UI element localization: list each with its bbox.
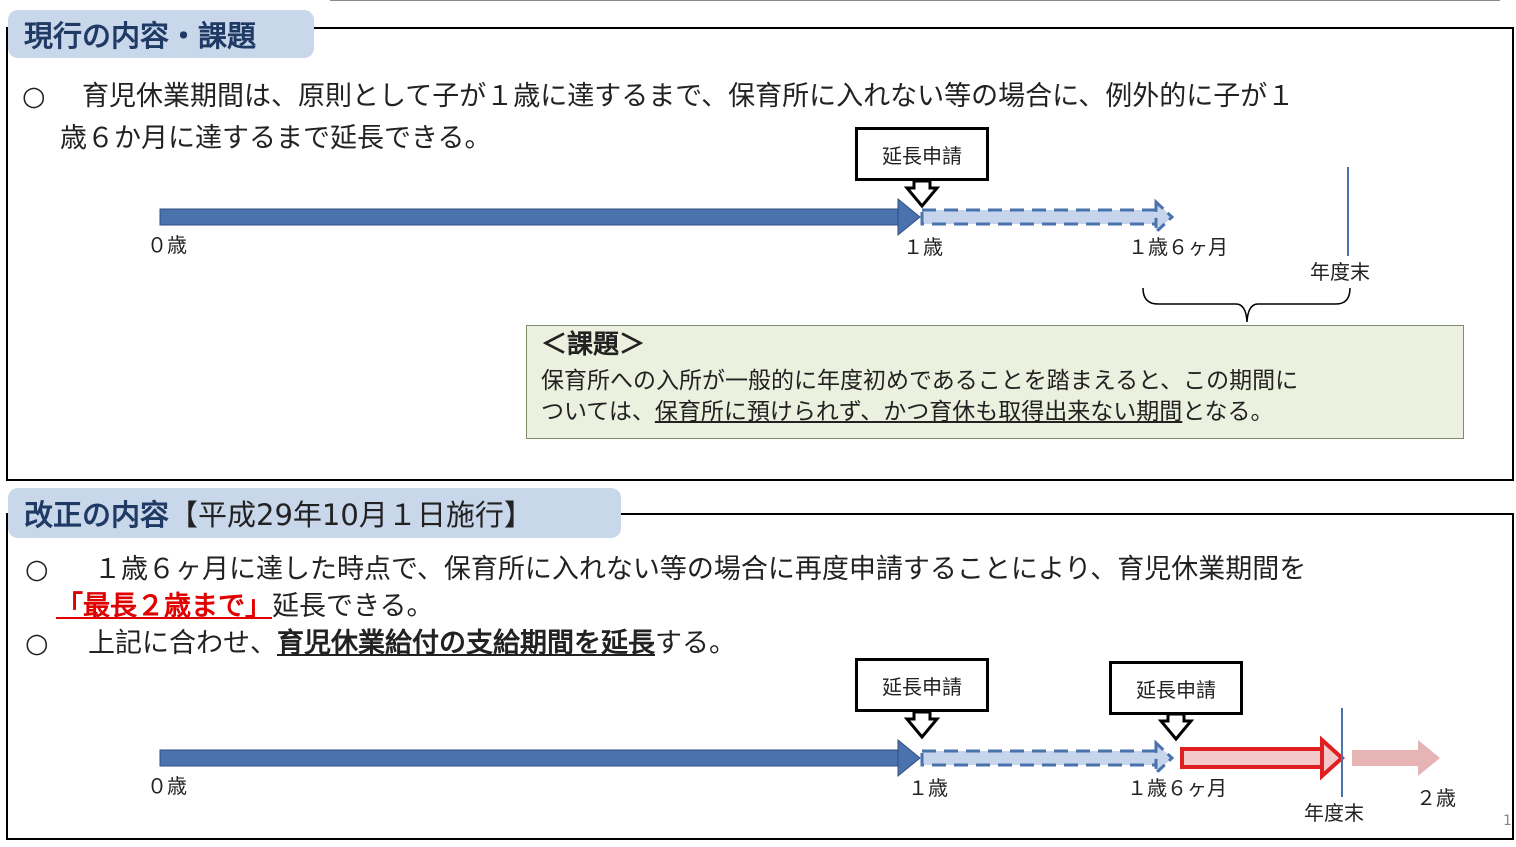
issue-line2-head: ついては、 [541, 399, 655, 426]
current-bullet-line2: 歳６か月に達するまで延長できる。 [60, 123, 492, 154]
arrow-0-to-1 [159, 197, 921, 237]
current-label-age-1y6m: １歳６ヶ月 [1128, 235, 1228, 259]
callout-pointer-arrow-1 [903, 710, 941, 740]
revision-label-age-0: ０歳 [147, 774, 187, 798]
current-timeline [159, 167, 1351, 323]
current-extension-callout: 延長申請 [855, 127, 989, 181]
revision-effective-date: 【平成29年10月１日施行】 [169, 498, 533, 532]
issue-box: ＜課題＞ 保育所への入所が一般的に年度初めであることを踏まえると、この期間に つ… [526, 325, 1464, 439]
current-bullet-line1: 育児休業期間は、原則として子が１歳に達するまで、保育所に入れない等の場合に、例外… [82, 81, 1295, 112]
issue-title: ＜課題＞ [541, 330, 646, 360]
revision-label-age-1y6m: １歳６ヶ月 [1127, 776, 1227, 800]
revision-bullet2-tail: する。 [655, 628, 736, 659]
revision-bullet1-line1: １歳６ヶ月に達した時点で、保育所に入れない等の場合に再度申請することにより、育児… [94, 554, 1307, 585]
current-label-age-0: ０歳 [147, 233, 187, 257]
revision-bullet2-head: 上記に合わせ、 [88, 628, 277, 659]
period-brace [1142, 287, 1351, 323]
issue-line2-tail: となる。 [1182, 399, 1274, 426]
callout-label: 延長申請 [882, 143, 962, 168]
arrow-1-to-1y6m-dashed [920, 739, 1175, 777]
arrow-1-to-1y6m-dashed [920, 198, 1175, 236]
current-section-title: 現行の内容・課題 [24, 19, 257, 53]
callout-pointer-arrow [903, 179, 941, 209]
revision-bullet1-mark: ○ [25, 554, 49, 585]
arrow-1y6m-to-fiscal-red [1180, 735, 1345, 781]
page-number: 1 [1503, 813, 1512, 829]
arrow-fiscal-to-2-pink [1352, 740, 1440, 776]
benefit-extension-emphasis: 育児休業給付の支給期間を延長 [277, 628, 655, 659]
revision-bullet2: 上記に合わせ、育児休業給付の支給期間を延長する。 [88, 630, 736, 657]
revision-section-box [6, 513, 1514, 840]
callout-label: 延長申請 [882, 674, 962, 699]
revision-section-tab: 改正の内容【平成29年10月１日施行】 [8, 488, 621, 538]
current-bullet-mark: ○ [22, 81, 46, 112]
revision-label-age-1: １歳 [908, 776, 948, 800]
current-label-age-1: １歳 [903, 235, 943, 259]
current-section-tab: 現行の内容・課題 [8, 10, 314, 58]
revision-bullet1-line2: 「最長２歳まで」延長できる。 [56, 593, 433, 620]
callout-pointer-arrow-2 [1157, 712, 1195, 742]
callout-label: 延長申請 [1136, 677, 1216, 702]
current-label-fiscal-year-end: 年度末 [1310, 260, 1370, 284]
revision-extension-callout-2: 延長申請 [1109, 661, 1243, 715]
top-rule [330, 0, 1500, 1]
revision-label-age-2: ２歳 [1416, 786, 1456, 810]
issue-line1: 保育所への入所が一般的に年度初めであることを踏まえると、この期間に [541, 368, 1299, 394]
revision-bullet2-mark: ○ [25, 628, 49, 659]
arrow-0-to-1 [159, 738, 921, 778]
revision-extension-callout-1: 延長申請 [855, 658, 989, 712]
issue-line2-underlined: 保育所に預けられず、かつ育休も取得出来ない期間 [654, 399, 1183, 426]
max-two-years-emphasis: 「最長２歳まで」 [56, 591, 272, 622]
revision-section-title: 改正の内容 [24, 498, 170, 532]
issue-line2: ついては、保育所に預けられず、かつ育休も取得出来ない期間となる。 [541, 397, 1463, 428]
revision-bullet1-tail: 延長できる。 [272, 591, 434, 622]
revision-label-fiscal-year-end: 年度末 [1304, 801, 1364, 825]
